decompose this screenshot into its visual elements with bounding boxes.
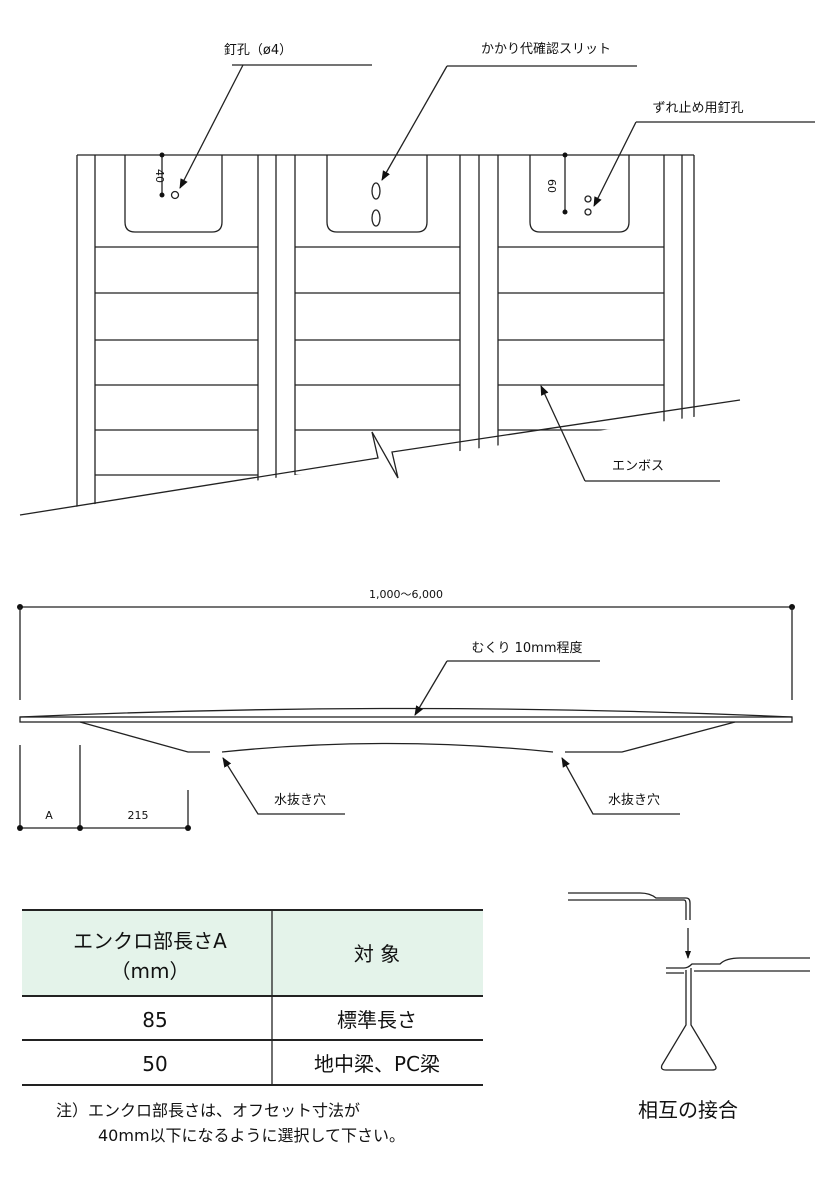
- plan-view: 40 60 釘孔（ø4） かかり代確認スリット ずれ止め用釘孔 エンボス: [19, 41, 815, 516]
- drain-hole-label: 水抜き穴: [608, 792, 660, 808]
- length-dimension-label: 1,000～6,000: [369, 588, 443, 601]
- nail-hole-label: 釘孔（ø4）: [224, 42, 292, 58]
- pockets: [124, 155, 630, 233]
- emboss-label: エンボス: [612, 459, 664, 474]
- enclosure-dimension: A 215: [17, 745, 191, 831]
- dimension-40: 40: [153, 152, 166, 198]
- deck-section: [19, 707, 793, 753]
- enclosure-length-table: エンクロ部長さA （mm） 対 象 85 標準長さ 50 地中梁、PC梁 注）エ…: [22, 909, 483, 1145]
- table-note-line1: 注）エンクロ部長さは、オフセット寸法が: [56, 1101, 360, 1120]
- anti-slip-nail-hole: [584, 195, 592, 203]
- callout-emboss: エンボス: [540, 385, 720, 482]
- callout-anti-slip-nail: ずれ止め用釘孔: [593, 100, 815, 207]
- table-cell-length: 85: [142, 1008, 167, 1032]
- joint-diagram: 相互の接合: [568, 892, 810, 1122]
- dimension-60-label: 60: [545, 179, 558, 193]
- dimension-a-label: A: [45, 809, 53, 822]
- callout-camber: むくり 10mm程度: [414, 640, 600, 716]
- table-cell-length: 50: [142, 1052, 167, 1076]
- break-line: [19, 399, 741, 516]
- header-length-unit: （mm）: [111, 959, 190, 983]
- callout-drain-left: 水抜き穴: [222, 757, 345, 815]
- table-cell-target: 標準長さ: [337, 1008, 417, 1032]
- callout-slit: かかり代確認スリット: [381, 41, 637, 181]
- slit: [371, 209, 381, 227]
- header-target: 対 象: [354, 942, 400, 966]
- table-header-bg: [22, 910, 483, 996]
- emboss-rows: [95, 246, 664, 476]
- header-length: エンクロ部長さA: [73, 929, 227, 953]
- callout-nail-hole: 釘孔（ø4）: [179, 42, 372, 189]
- nail-hole: [170, 190, 180, 200]
- callout-drain-right: 水抜き穴: [561, 757, 680, 815]
- joint-caption: 相互の接合: [638, 1098, 738, 1122]
- slit: [371, 182, 381, 200]
- length-dimension: 1,000～6,000: [17, 588, 795, 700]
- slit-label: かかり代確認スリット: [481, 41, 611, 57]
- section-view: 1,000～6,000 むくり 10mm程度 水抜き穴 水抜き穴: [17, 588, 795, 831]
- drain-hole-label: 水抜き穴: [274, 792, 326, 808]
- anti-slip-nail-hole: [584, 208, 592, 216]
- dimension-40-label: 40: [153, 169, 166, 183]
- anti-slip-nail-label: ずれ止め用釘孔: [652, 100, 743, 116]
- deck-panel: [76, 154, 695, 515]
- camber-label: むくり 10mm程度: [471, 640, 582, 656]
- table-cell-target: 地中梁、PC梁: [314, 1052, 440, 1076]
- dimension-215-label: 215: [128, 809, 149, 822]
- table-note-line2: 40mm以下になるように選択して下さい。: [98, 1126, 405, 1145]
- dimension-60: 60: [545, 152, 568, 215]
